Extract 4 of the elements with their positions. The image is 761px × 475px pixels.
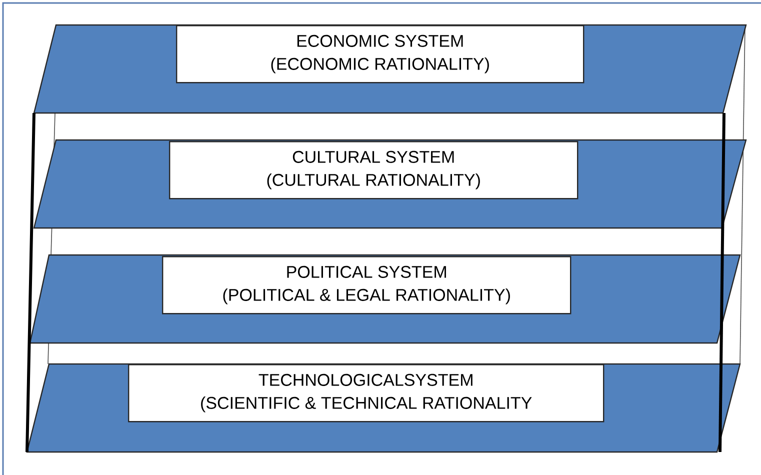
text-box: ECONOMIC SYSTEM (ECONOMIC RATIONALITY) <box>176 25 584 84</box>
text-box: POLITICAL SYSTEM (POLITICAL & LEGAL RATIONALITY) <box>162 256 572 314</box>
text-box: TECHNOLOGICALSYSTEM (SCIENTIFIC & TECHNICAL RATIONALITY <box>128 364 604 422</box>
text-box: CULTURAL SYSTEM (CULTURAL RATIONALITY) <box>169 141 578 200</box>
